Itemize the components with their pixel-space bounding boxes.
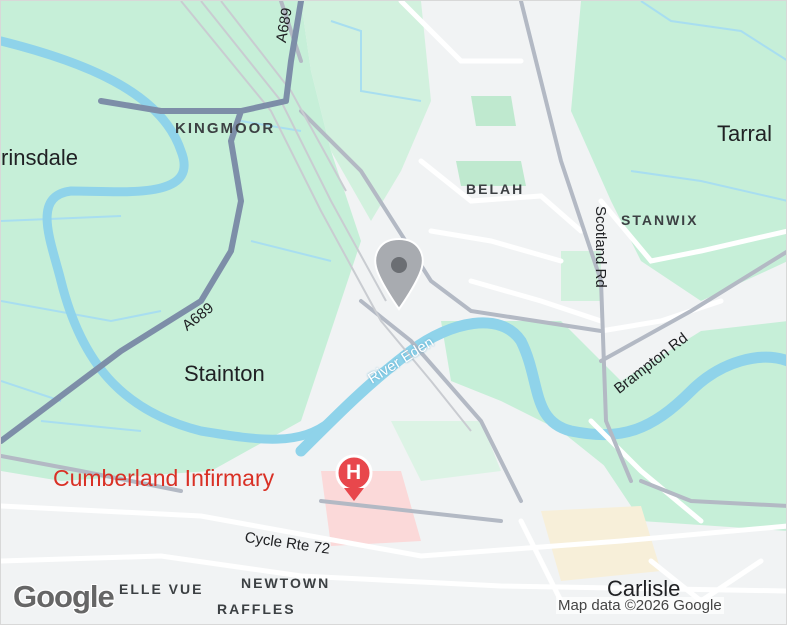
road-label-scotland-rd: Scotland Rd <box>592 206 609 288</box>
place-belle-vue: ELLE VUE <box>119 581 204 597</box>
place-stainton: Stainton <box>184 361 265 386</box>
place-kingmoor: KINGMOOR <box>175 120 276 137</box>
place-newtown: NEWTOWN <box>241 575 331 591</box>
river-eden <box>295 317 786 457</box>
hospital-icon[interactable]: H <box>346 461 362 484</box>
place-carlisle: Carlisle <box>607 576 681 601</box>
poi-label-cumberland-infirmary[interactable]: Cumberland Infirmary <box>53 465 275 491</box>
map-attribution[interactable]: Map data ©2026 Google <box>556 597 724 614</box>
place-tarral: Tarral <box>717 121 773 146</box>
a689-road <box>1 1 304 444</box>
park-small-4 <box>391 421 501 481</box>
place-raffles: RAFFLES <box>217 601 296 617</box>
park-small-1 <box>456 161 526 186</box>
park-small-3 <box>561 251 601 301</box>
google-logo[interactable]: Google <box>13 579 115 614</box>
location-pin <box>374 237 424 311</box>
place-belah: BELAH <box>466 181 525 197</box>
place-stanwix: STANWIX <box>621 212 699 228</box>
park-small-2 <box>471 96 516 126</box>
river-caldew <box>1 36 336 444</box>
place-rinsdale: rinsdale <box>1 145 79 170</box>
park-north-mid <box>301 1 431 221</box>
hospital-marker <box>335 454 373 501</box>
